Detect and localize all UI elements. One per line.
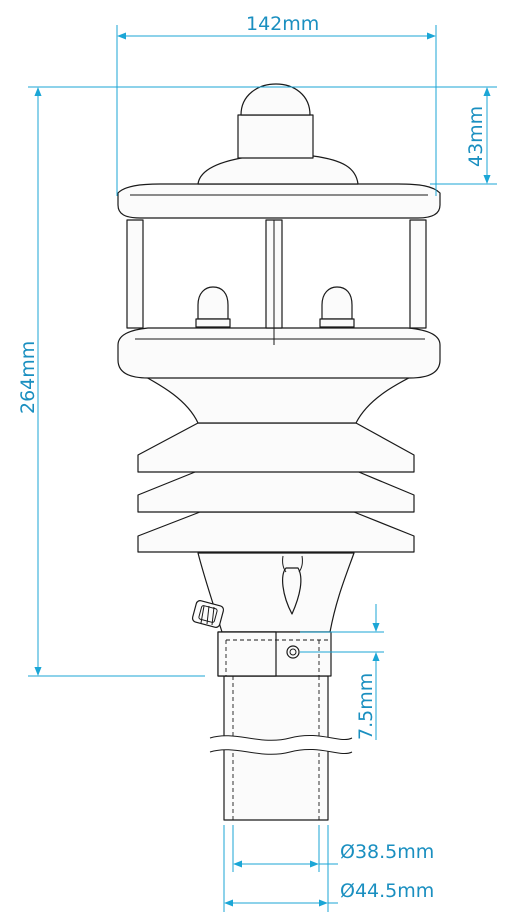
- cable-connector: [191, 600, 225, 628]
- inner-diameter-dimension: Ø38.5mm: [232, 825, 434, 872]
- overall-height-label: 264mm: [17, 341, 39, 414]
- overall-height-dimension: 264mm: [17, 86, 205, 677]
- outer-diameter-dimension: Ø44.5mm: [223, 825, 434, 912]
- bracket-offset-label: 7.5mm: [355, 673, 377, 740]
- top-cap: [117, 155, 441, 219]
- radiation-shield: [137, 422, 415, 553]
- width-dimension-label: 142mm: [246, 13, 319, 35]
- lower-sensor-domes: [195, 286, 355, 328]
- sensor-body: [117, 83, 441, 821]
- dimension-annotations: 142mm 43mm 264mm 7.5mm: [17, 13, 497, 912]
- mounting-bracket: [217, 631, 332, 677]
- mid-body: [117, 327, 441, 424]
- outer-diameter-label: Ø44.5mm: [340, 880, 434, 902]
- width-dimension: 142mm: [116, 13, 437, 196]
- mounting-pole: [209, 675, 353, 821]
- bracket-offset-dimension: 7.5mm: [300, 604, 384, 740]
- support-posts: [126, 219, 427, 345]
- sensor-neck: [197, 552, 355, 633]
- dome-height-dimension: 43mm: [110, 86, 497, 185]
- inner-diameter-label: Ø38.5mm: [340, 841, 434, 863]
- top-dome: [237, 83, 314, 159]
- dome-height-label: 43mm: [465, 106, 487, 167]
